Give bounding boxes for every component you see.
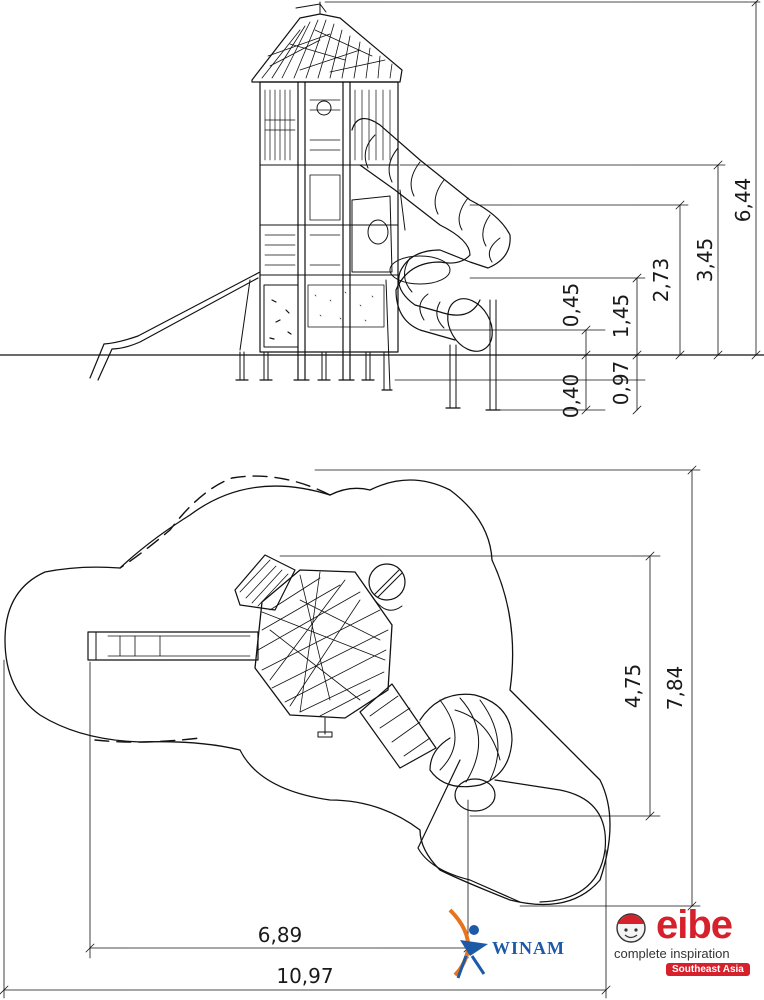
tower-roof-plan — [234, 554, 406, 738]
tube-slide-plan — [359, 683, 607, 903]
elevation-view: 6,44 3,45 2,73 1,45 0,45 0,97 0,40 — [0, 0, 764, 418]
dim-label-1097: 10,97 — [276, 964, 333, 988]
dim-label-689: 6,89 — [258, 923, 303, 947]
dim-label-273: 2,73 — [649, 258, 673, 303]
dim-label-145: 1,45 — [609, 294, 633, 339]
straight-slide — [89, 271, 261, 381]
dim-label-345: 3,45 — [693, 238, 717, 283]
winam-logo-mark — [448, 908, 488, 979]
tower-frame — [239, 81, 399, 381]
winam-logo-text: WINAM — [492, 938, 565, 958]
plan-dimensions — [0, 465, 701, 999]
foundations — [235, 351, 501, 411]
eibe-logo-text: eibe — [656, 903, 733, 947]
dim-label-040: 0,40 — [559, 374, 583, 419]
dim-label-045: 0,45 — [559, 283, 583, 328]
dim-label-784: 7,84 — [663, 666, 687, 711]
tube-slide — [351, 118, 511, 411]
dim-label-644: 6,44 — [731, 178, 755, 223]
elevation-dimensions — [324, 0, 761, 415]
slide-plan — [87, 631, 259, 661]
dim-label-097: 0,97 — [609, 361, 633, 406]
eibe-face-icon — [616, 913, 646, 943]
safety-area-outline — [4, 479, 611, 906]
tower-roof — [251, 1, 403, 83]
dim-label-475: 4,75 — [621, 664, 645, 709]
plan-view: 4,75 7,84 6,89 10,97 — [0, 465, 701, 999]
eibe-region-badge: Southeast Asia — [666, 963, 750, 976]
eibe-tagline: complete inspiration — [614, 946, 730, 961]
